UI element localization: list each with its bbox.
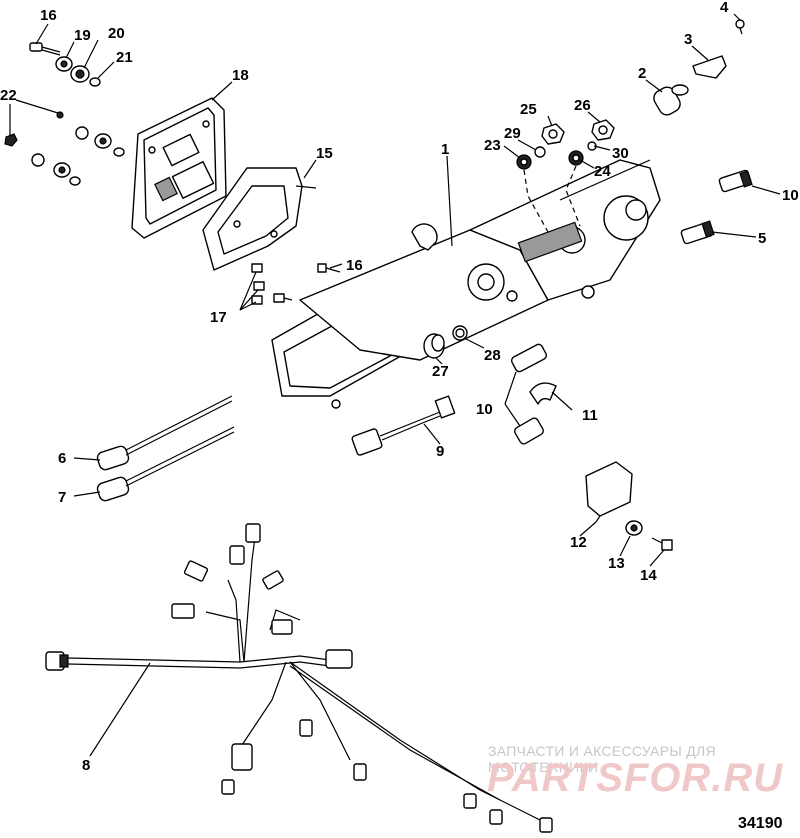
callout-26: 26 <box>574 97 591 114</box>
callout-15: 15 <box>316 145 333 162</box>
cap-27 <box>423 333 445 359</box>
harness-9 <box>351 395 456 456</box>
fitting-23 <box>516 154 532 170</box>
callout-4: 4 <box>720 0 729 16</box>
callout-16-middle: 16 <box>346 257 363 274</box>
harness-8 <box>45 523 553 833</box>
callout-27: 27 <box>432 363 449 380</box>
bracket-15 <box>202 167 317 271</box>
leader-lines <box>9 13 781 757</box>
screws-17 <box>251 263 293 305</box>
callout-11: 11 <box>582 407 598 424</box>
callout-16-top: 16 <box>40 7 57 24</box>
callout-10-top: 10 <box>782 187 799 204</box>
callout-23: 23 <box>484 137 501 154</box>
callout-22: 22 <box>0 87 17 104</box>
module-18 <box>131 97 227 239</box>
washer-21 <box>89 77 101 87</box>
diagram-code: 34190 <box>738 815 783 832</box>
bolt-16-top <box>29 42 61 56</box>
screw-4 <box>735 19 745 35</box>
callout-28: 28 <box>484 347 501 364</box>
sensor-10-top <box>718 169 753 193</box>
callout-3: 3 <box>684 31 692 48</box>
callout-13: 13 <box>608 555 625 572</box>
callout-24: 24 <box>594 163 611 180</box>
callout-30: 30 <box>612 145 629 162</box>
callout-5: 5 <box>758 230 766 247</box>
grommet-13 <box>625 520 643 536</box>
callout-21: 21 <box>116 49 133 66</box>
oring-29 <box>534 146 546 158</box>
elbow-11 <box>529 382 557 405</box>
callout-14: 14 <box>640 567 657 584</box>
sensor-7 <box>96 426 235 502</box>
callout-7: 7 <box>58 489 66 506</box>
fitting-24 <box>568 150 584 166</box>
main-assembly-1 <box>271 159 661 409</box>
nut-22 <box>4 111 64 147</box>
callout-17: 17 <box>210 309 227 326</box>
sensor-2 <box>653 84 689 116</box>
screw-14 <box>651 537 673 551</box>
relay-12 <box>585 461 633 523</box>
watermark-logo: PARTSFOR.RU <box>487 756 784 800</box>
sensor-5 <box>680 220 715 245</box>
callout-6: 6 <box>58 450 66 467</box>
callout-29: 29 <box>504 125 521 142</box>
callout-18: 18 <box>232 67 249 84</box>
callout-19: 19 <box>74 27 91 44</box>
fitting-25 <box>541 123 565 145</box>
sensor-6 <box>96 395 233 471</box>
oring-28 <box>452 325 468 341</box>
grommet-19 <box>55 56 73 72</box>
grommets-left <box>31 126 125 186</box>
callout-2: 2 <box>638 65 646 82</box>
callout-numbers: 16 19 20 21 22 18 4 3 2 25 26 29 23 30 2… <box>0 0 799 774</box>
clip-3 <box>692 55 727 79</box>
callout-8: 8 <box>82 757 90 774</box>
fitting-26 <box>591 119 615 141</box>
callout-9: 9 <box>436 443 444 460</box>
callout-20: 20 <box>108 25 125 42</box>
sensor-10-lower <box>510 343 548 445</box>
callout-1: 1 <box>441 141 449 158</box>
watermark-caption: ЗАПЧАСТИ И АКСЕССУАРЫ ДЛЯ МОТОТЕХНИКИ <box>488 743 716 775</box>
callout-25: 25 <box>520 101 537 118</box>
callout-10-lower: 10 <box>476 401 493 418</box>
bolt-16-middle <box>317 263 341 273</box>
callout-12: 12 <box>570 534 587 551</box>
grommet-20 <box>70 65 90 83</box>
